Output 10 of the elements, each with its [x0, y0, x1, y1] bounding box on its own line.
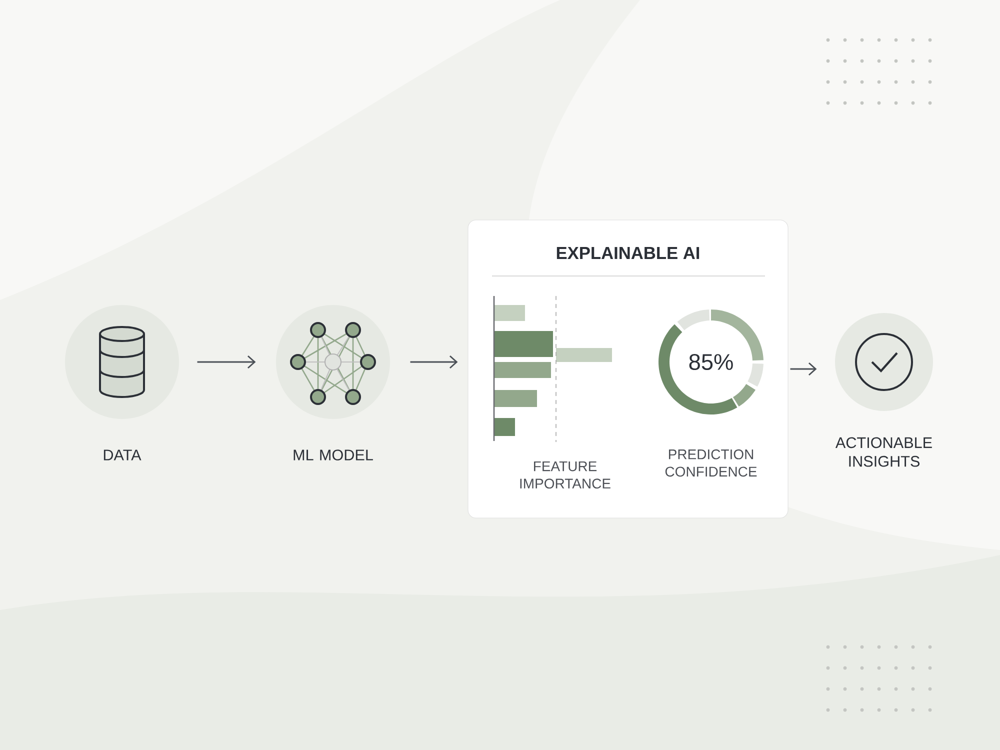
node-label: ACTIONABLE INSIGHTS	[835, 437, 932, 467]
percentage-value: 85%	[689, 354, 733, 370]
arrow	[790, 362, 817, 376]
arrow	[197, 355, 256, 369]
chart-label: FEATURE IMPORTANCE	[520, 461, 610, 489]
node-label: DATA	[104, 450, 142, 460]
chart-label: PREDICTION CONFIDENCE	[665, 449, 757, 477]
arrow	[410, 355, 458, 369]
card-title: EXPLAINABLE AI	[556, 247, 700, 259]
node-label: ML MODEL	[294, 450, 373, 460]
